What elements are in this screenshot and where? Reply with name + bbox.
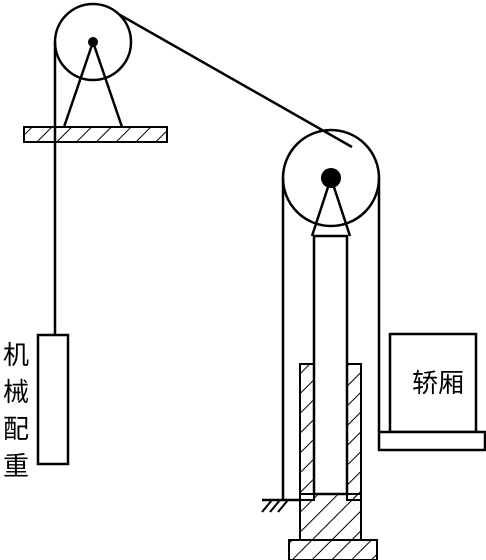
counterweight-label-char: 重 <box>2 452 29 482</box>
ceiling-support <box>23 126 168 143</box>
rope-anchor <box>261 498 300 513</box>
cabin-body <box>388 332 478 434</box>
counterweight-label-char: 配 <box>2 415 29 445</box>
ground-base <box>288 539 378 560</box>
connecting-rope <box>119 13 353 149</box>
cylinder-bottom <box>299 493 362 541</box>
counterweight-block <box>36 333 70 466</box>
hydraulic-pulley-right <box>281 128 381 237</box>
piston-rod <box>312 234 349 496</box>
cabin-platform <box>377 430 486 452</box>
counterweight-label-char: 机 <box>2 341 29 371</box>
counterweight-label-char: 械 <box>2 378 29 408</box>
counterweight-label: 机 械 配 重 <box>0 338 32 486</box>
cylinder-wall-right <box>346 363 362 501</box>
fixed-pulley-left <box>53 2 133 128</box>
cabin-label: 轿厢 <box>412 369 464 399</box>
cylinder-wall-left <box>299 363 315 501</box>
